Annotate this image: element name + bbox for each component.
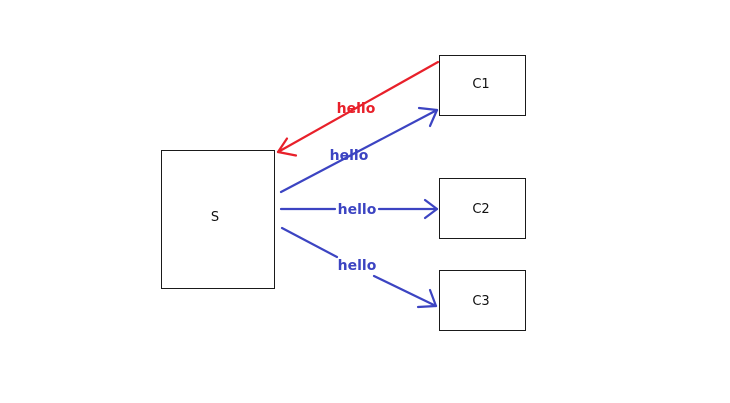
edge-c1-to-server: hello bbox=[276, 60, 440, 157]
edge-server-to-c1: hello bbox=[279, 106, 439, 194]
server-box bbox=[161, 150, 275, 289]
edge-server-to-c3: hello bbox=[280, 226, 438, 309]
edge-c1-to-server-label: hello bbox=[337, 101, 376, 117]
edge-server-to-c1-arrowhead bbox=[417, 106, 439, 128]
node-client-2: C2 bbox=[439, 178, 526, 239]
edge-server-to-c2-arrowhead bbox=[423, 198, 439, 220]
client1-box bbox=[439, 55, 526, 116]
client2-box bbox=[439, 178, 526, 239]
edge-c1-to-server-arrowhead bbox=[276, 137, 298, 157]
client1-label: C1 bbox=[472, 77, 489, 92]
node-client-3: C3 bbox=[439, 270, 526, 331]
edge-server-to-c1-label: hello bbox=[330, 148, 369, 164]
edge-server-to-c2-label: hello bbox=[338, 202, 377, 218]
edge-server-to-c3-line-upper bbox=[280, 226, 339, 259]
client3-label: C3 bbox=[472, 294, 489, 309]
edge-server-to-c1-line bbox=[279, 108, 439, 194]
client2-label: C2 bbox=[472, 202, 489, 217]
node-server: S bbox=[161, 150, 275, 289]
edge-c1-to-server-line bbox=[276, 60, 440, 154]
edge-server-to-c3-line-lower bbox=[372, 274, 438, 308]
edge-server-to-c2: hello bbox=[279, 198, 439, 220]
server-label: S bbox=[211, 210, 219, 225]
node-client-1: C1 bbox=[439, 55, 526, 116]
client3-box bbox=[439, 270, 526, 331]
edge-server-to-c3-arrowhead bbox=[416, 288, 438, 309]
edge-server-to-c3-label: hello bbox=[338, 258, 377, 274]
